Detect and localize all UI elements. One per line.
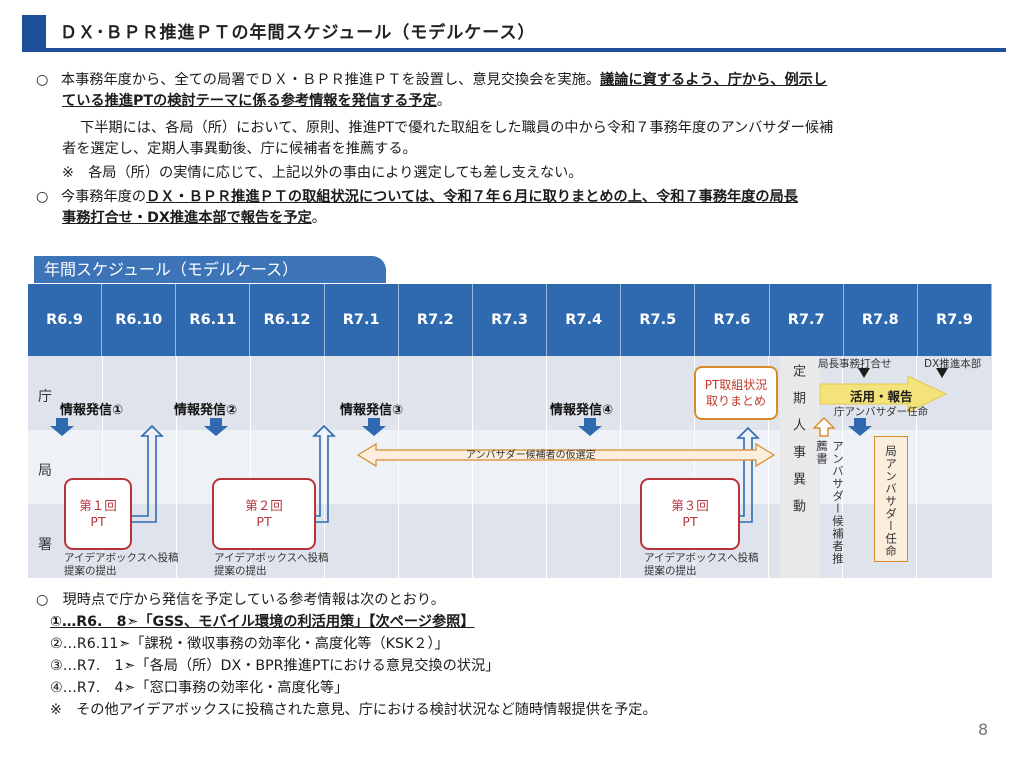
month-header-row: R6.9 R6.10 R6.11 R6.12 R7.1 R7.2 R7.3 R7… bbox=[28, 284, 993, 356]
info-label-3: 情報発信③ bbox=[340, 403, 404, 418]
agency-appoint-label: 庁アンバサダー任命 bbox=[834, 406, 929, 418]
report-arrow-icon bbox=[819, 375, 948, 413]
row-label-bureau: 局 bbox=[38, 463, 52, 479]
bureau-appoint-box: 局アンバサダー任命 bbox=[874, 436, 908, 562]
month-cell: R7.7 bbox=[769, 284, 844, 356]
intro-line-5: ○ 今事務年度のＤＸ・ＢＰＲ推進ＰＴの取組状況については、令和７年６月に取りまと… bbox=[36, 189, 798, 205]
header-underline bbox=[22, 48, 1006, 52]
month-cell: R6.9 bbox=[28, 284, 103, 356]
header-accent-bar bbox=[22, 15, 46, 48]
month-cell: R7.6 bbox=[695, 284, 770, 356]
month-cell: R7.4 bbox=[547, 284, 622, 356]
intro-line-6: 事務打合せ・DX推進本部で報告を予定。 bbox=[62, 210, 326, 226]
intro-line-4: 者を選定し、定期人事異動後、庁に候補者を推薦する。 bbox=[62, 141, 417, 157]
idea-note-1: アイデアボックスへ投稿提案の提出 bbox=[64, 552, 179, 577]
intro-line-2: ている推進PTの検討テーマに係る参考情報を発信する予定。 bbox=[62, 93, 451, 109]
page-title: ＤＸ･ＢＰＲ推進ＰＴの年間スケジュール（モデルケース） bbox=[60, 23, 536, 43]
bottom-item-2: ②…R6.11➣「課税・徴収事務の効率化・高度化等（KSK２）」 bbox=[50, 636, 449, 652]
down-arrow-icon bbox=[578, 418, 602, 436]
down-arrow-icon bbox=[848, 418, 872, 436]
schedule-tab: 年間スケジュール（モデルケース） bbox=[34, 256, 386, 283]
pt-summary-box: PT取組状況取りまとめ bbox=[694, 366, 778, 420]
month-cell: R7.8 bbox=[843, 284, 918, 356]
info-label-2: 情報発信② bbox=[174, 403, 238, 418]
row-label-office: 署 bbox=[38, 537, 52, 553]
double-arrow-icon bbox=[356, 442, 776, 468]
idea-note-2: アイデアボックスへ投稿提案の提出 bbox=[214, 552, 329, 577]
recommend-arrow-icon bbox=[812, 417, 836, 437]
bottom-note: ※ その他アイデアボックスに投稿された意見、庁における検討状況など随時情報提供を… bbox=[50, 702, 657, 718]
intro-line-3: 下半期には、各局（所）において、原則、推進PTで優れた取組をした職員の中から令和… bbox=[80, 120, 834, 136]
recommend-label: アンバサダー候補者推薦書 bbox=[815, 440, 845, 565]
row-label-agency: 庁 bbox=[38, 389, 52, 405]
bottom-item-1: ①…R6. 8➣「GSS、モバイル環境の利活用策」【次ページ参照】 bbox=[50, 614, 475, 630]
month-cell: R7.9 bbox=[917, 284, 993, 356]
down-arrow-icon bbox=[204, 418, 228, 436]
utilize-report-label: 活用・報告 bbox=[850, 389, 913, 404]
month-cell: R7.3 bbox=[472, 284, 548, 356]
intro-note: ※ 各局（所）の実情に応じて、上記以外の事由により選定しても差し支えない。 bbox=[62, 165, 583, 181]
bottom-item-4: ④…R7. 4➣「窓口事務の効率化・高度化等」 bbox=[50, 680, 349, 696]
dx-hq-label: DX推進本部 bbox=[924, 358, 982, 370]
down-arrow-icon bbox=[362, 418, 386, 436]
month-cell: R7.5 bbox=[621, 284, 696, 356]
up-arrow-icon bbox=[728, 426, 760, 523]
ambassador-select-label: アンバサダー候補者の仮選定 bbox=[466, 450, 596, 461]
intro-line-1: ○ 本事務年度から、全ての局署でＤＸ・ＢＰＲ推進ＰＴを設置し、意見交換会を実施。… bbox=[36, 72, 828, 88]
up-arrow-icon bbox=[308, 424, 336, 523]
schedule-arrows bbox=[50, 368, 948, 523]
month-cell: R6.11 bbox=[176, 284, 251, 356]
personnel-label: 定期人事異動 bbox=[790, 364, 805, 526]
row-band-office bbox=[28, 504, 992, 578]
director-meeting-label: 局長事務打合せ bbox=[818, 358, 892, 370]
month-cell: R6.12 bbox=[250, 284, 325, 356]
up-arrow-icon bbox=[128, 424, 164, 523]
info-label-4: 情報発信④ bbox=[550, 403, 614, 418]
bottom-intro: ○ 現時点で庁から発信を予定している参考情報は次のとおり。 bbox=[36, 592, 445, 608]
bottom-item-3: ③…R7. 1➣「各局（所）DX・BPR推進PTにおける意見交換の状況」 bbox=[50, 658, 500, 674]
marker-triangle-icon bbox=[858, 368, 870, 378]
month-cell: R7.1 bbox=[324, 284, 399, 356]
schedule-grid: 定期人事異動 庁 局 署 情報発信① 情報発信② 情報発信③ 情報発信④ アンバ… bbox=[28, 356, 992, 578]
month-cell: R6.10 bbox=[102, 284, 177, 356]
down-arrow-icon bbox=[50, 418, 74, 436]
page-number: 8 bbox=[978, 720, 989, 739]
marker-triangle-icon bbox=[936, 368, 948, 378]
personnel-column bbox=[780, 356, 820, 578]
month-cell: R7.2 bbox=[398, 284, 473, 356]
idea-note-3: アイデアボックスへ投稿提案の提出 bbox=[644, 552, 759, 577]
info-label-1: 情報発信① bbox=[60, 403, 124, 418]
row-band-bureau bbox=[28, 430, 992, 504]
